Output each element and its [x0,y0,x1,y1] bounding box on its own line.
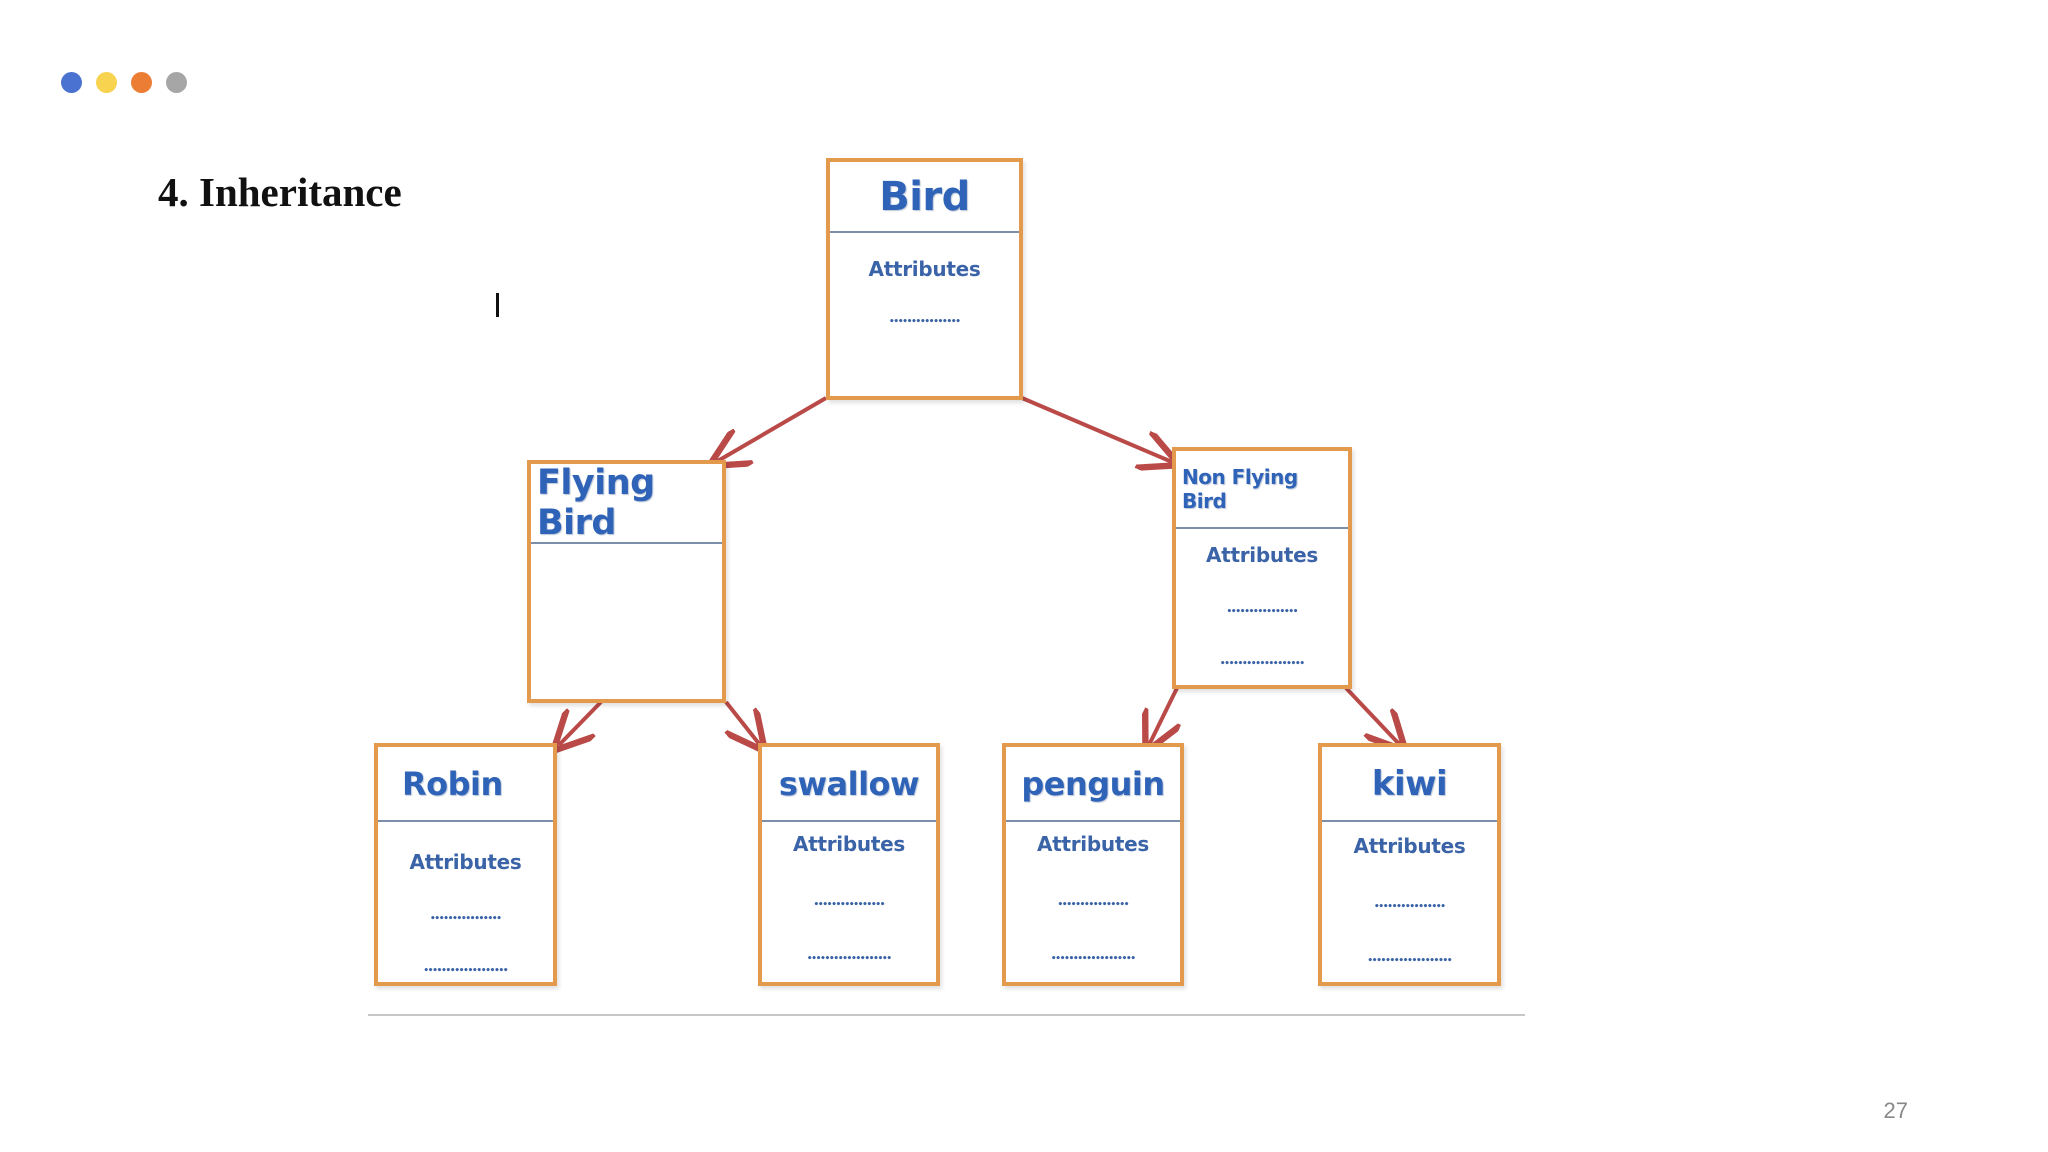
page-number: 27 [1883,1098,1908,1123]
node-robin-dots-2: ••••••••••••••••••• [423,966,509,976]
node-non-flying-bird-dots-2: ••••••••••••••••••• [1220,659,1305,669]
node-swallow-dots-2: ••••••••••••••••••• [807,954,892,964]
node-kiwi: kiwi Attributes •••••••••••••••• •••••••… [1318,743,1501,986]
slide-dots [61,72,187,93]
orange-dot [131,72,152,93]
node-bird-title: Bird [830,162,1019,233]
node-robin-dots-1: •••••••••••••••• [430,914,502,924]
node-flying-bird: Flying Bird [527,460,726,703]
node-robin: Robin Attributes •••••••••••••••• ••••••… [374,743,557,986]
node-swallow-title: swallow [762,747,936,822]
node-swallow: swallow Attributes •••••••••••••••• ••••… [758,743,940,986]
arrow-non-flying-bird-to-penguin [1149,687,1177,745]
node-swallow-attributes: Attributes [793,832,905,856]
node-penguin-dots-1: •••••••••••••••• [1057,900,1130,910]
node-robin-title: Robin [378,747,553,822]
yellow-dot [96,72,117,93]
node-non-flying-bird-dots-1: •••••••••••••••• [1226,607,1299,617]
node-bird-attributes: Attributes [868,257,981,281]
node-robin-attributes: Attributes [409,850,522,874]
node-kiwi-dots-1: •••••••••••••••• [1374,902,1446,912]
diagram-baseline [368,1014,1525,1016]
arrow-bird-to-non-flying-bird [1021,396,1172,462]
node-penguin-title: penguin [1006,747,1180,822]
slide-title: 4. Inheritance [158,169,402,215]
node-kiwi-dots-2: ••••••••••••••••••• [1367,956,1453,966]
node-non-flying-bird: Non Flying Bird Attributes •••••••••••••… [1172,447,1352,689]
blue-dot [61,72,82,93]
node-bird-dots-1: •••••••••••••••• [889,317,961,327]
node-penguin-dots-2: ••••••••••••••••••• [1051,954,1136,964]
node-non-flying-bird-title: Non Flying Bird [1176,451,1348,529]
node-kiwi-attributes: Attributes [1353,834,1466,858]
arrow-flying-bird-to-swallow [724,700,760,745]
arrow-non-flying-bird-to-kiwi [1344,686,1400,745]
arrow-flying-bird-to-robin [559,700,603,745]
node-non-flying-bird-attributes: Attributes [1206,543,1318,567]
node-penguin: penguin Attributes •••••••••••••••• ••••… [1002,743,1184,986]
node-flying-bird-title: Flying Bird [531,463,722,544]
text-cursor [496,293,499,317]
node-penguin-attributes: Attributes [1037,832,1149,856]
node-bird: Bird Attributes •••••••••••••••• [826,158,1023,400]
node-swallow-dots-1: •••••••••••••••• [813,900,886,910]
gray-dot [166,72,187,93]
arrow-bird-to-flying-bird [716,396,828,462]
node-kiwi-title: kiwi [1322,747,1497,822]
